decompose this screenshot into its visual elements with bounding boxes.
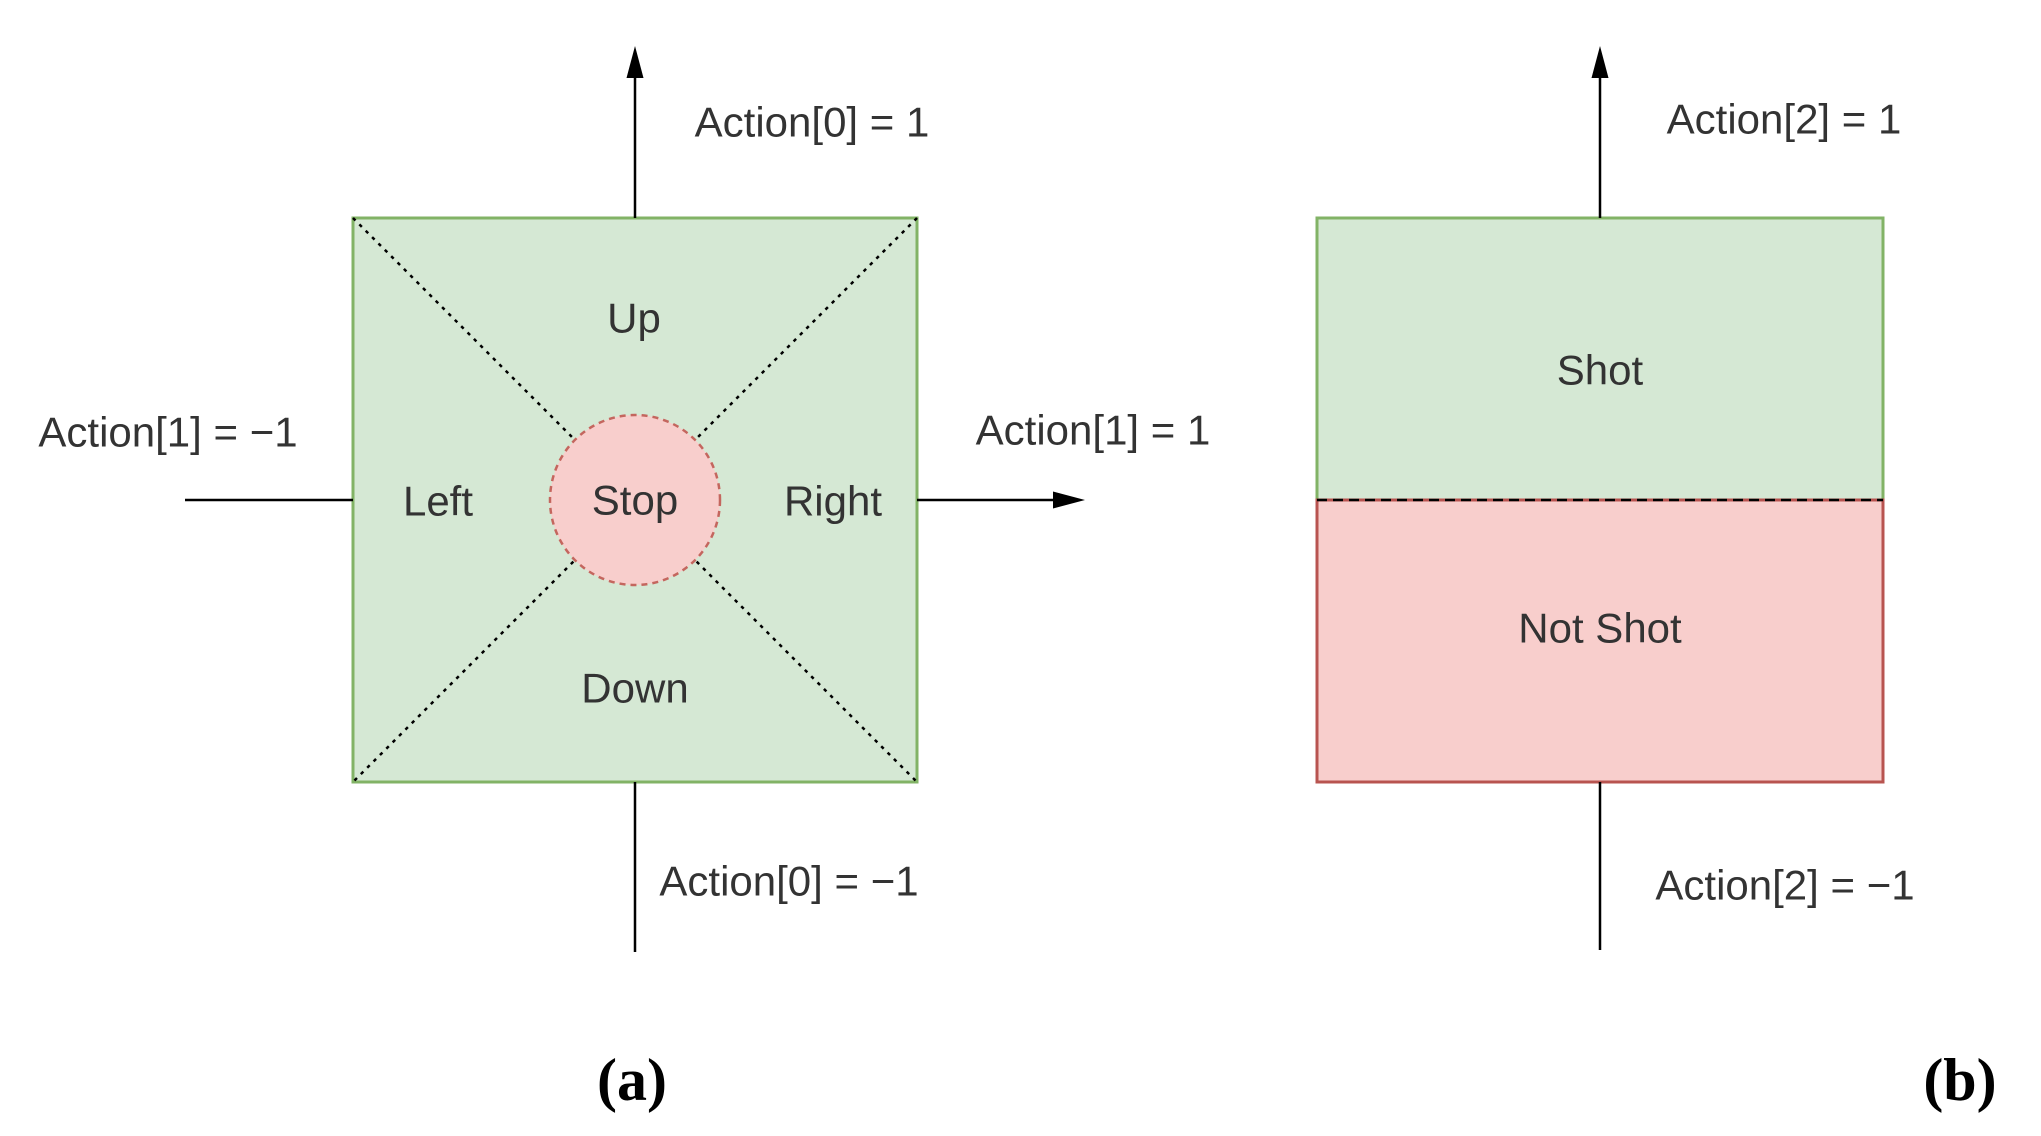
stop-circle [548, 413, 722, 587]
panel-b-caption: (b) [1923, 1047, 1996, 1113]
panel-a-axis-label-left: Action[1] = −1 [38, 409, 297, 456]
panel-b: Shot Not Shot Action[2] = 1 Action[2] = … [1315, 46, 1997, 1113]
not-shot-region [1315, 498, 1885, 784]
region-label-left: Left [403, 478, 473, 525]
panel-b-axis-label-down: Action[2] = −1 [1655, 862, 1914, 909]
panel-a-caption: (a) [597, 1047, 667, 1113]
panel-a: Up Left Stop Right Down Action[0] = 1 Ac… [38, 46, 1210, 1113]
panel-a-up-arrowhead-icon [626, 46, 644, 78]
region-label-up: Up [607, 295, 661, 342]
panel-a-right-arrowhead-icon [1053, 491, 1085, 509]
region-label-shot: Shot [1557, 347, 1644, 394]
panel-a-axis-label-up: Action[0] = 1 [695, 99, 930, 146]
region-label-not-shot: Not Shot [1518, 605, 1682, 652]
shot-region [1315, 216, 1885, 502]
region-label-right: Right [784, 478, 882, 525]
region-label-stop: Stop [592, 477, 678, 524]
panel-b-up-arrowhead-icon [1591, 46, 1609, 78]
panel-a-axis-label-right: Action[1] = 1 [976, 407, 1211, 454]
panel-a-axis-label-down: Action[0] = −1 [659, 858, 918, 905]
region-label-down: Down [581, 665, 688, 712]
panel-b-axis-label-up: Action[2] = 1 [1667, 96, 1902, 143]
